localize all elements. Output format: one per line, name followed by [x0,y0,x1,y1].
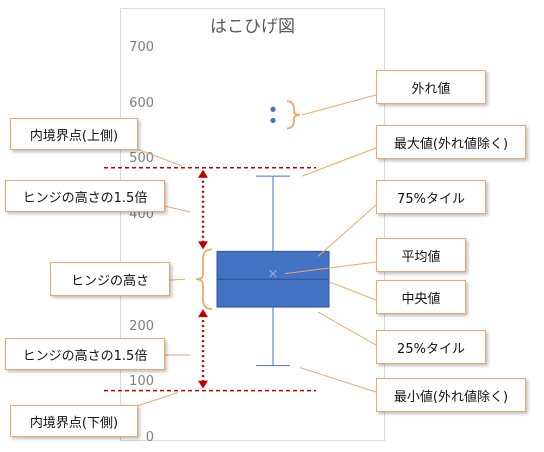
callout-q3-text: 75%タイル [397,191,465,207]
callout-max-text: 最大値(外れ値除く) [393,136,509,152]
lower-1-5-arrow-head-bottom [198,380,208,389]
q3-connector [317,204,377,257]
callout-lower-fence: 内境界点(下側) [10,405,138,437]
callout-upper-15-text: ヒンジの高さの1.5倍 [22,190,148,206]
hinge-connector [169,278,186,281]
outlier-point [270,117,276,124]
callout-upper-15: ヒンジの高さの1.5倍 [5,180,165,212]
upper-fence-connector [133,147,183,167]
y-tick-label: 100 [129,374,154,390]
outlier-brace [286,100,301,130]
callout-upper-fence-text: 内境界点(上側) [29,128,119,144]
callout-mean: 平均値 [376,238,466,272]
callout-upper-fence: 内境界点(上側) [10,118,138,150]
callout-median: 中央値 [376,280,466,314]
callout-lower-15: ヒンジの高さの1.5倍 [5,338,165,370]
y-tick-label: 0 [145,430,154,445]
outlier-connector [301,94,377,116]
upper-1-5-arrow-head-bottom [198,241,208,250]
callout-mean-text: 平均値 [401,249,441,265]
callout-hinge: ヒンジの高さ [50,262,170,296]
callout-lower-15-text: ヒンジの高さの1.5倍 [22,348,148,364]
callout-outlier-text: 外れ値 [411,81,451,97]
outlier-point [270,106,276,112]
y-tick-label: 200 [129,318,154,334]
y-tick-label: 600 [129,95,154,111]
hinge-brace [195,248,213,310]
upper-1-5-arrow-head-top [198,169,208,178]
y-tick-label: 500 [129,151,154,167]
max-connector [301,147,377,177]
callout-q1: 25%タイル [376,330,486,364]
callout-q3: 75%タイル [376,180,486,214]
q1-connector [317,311,377,346]
lower-fence-connector [133,392,179,408]
callout-hinge-text: ヒンジの高さ [70,273,149,289]
callout-median-text: 中央値 [401,291,441,307]
callout-min: 最小値(外れ値除く) [376,378,526,412]
callout-min-text: 最小値(外れ値除く) [393,389,509,405]
y-tick-label: 700 [129,40,154,55]
callout-q1-text: 25%タイル [397,341,465,357]
upper-15-connector [159,204,191,213]
callout-outlier: 外れ値 [376,70,486,104]
chart-title: はこひげ図 [210,17,295,37]
lower-1-5-arrow-head-top [198,309,208,318]
callout-max: 最大値(外れ値除く) [376,125,526,159]
callout-lower-fence-text: 内境界点(下側) [29,415,119,431]
mean-connector [284,261,377,275]
min-connector [299,367,377,393]
mean-marker-b [269,269,277,278]
median-connector [329,281,377,301]
